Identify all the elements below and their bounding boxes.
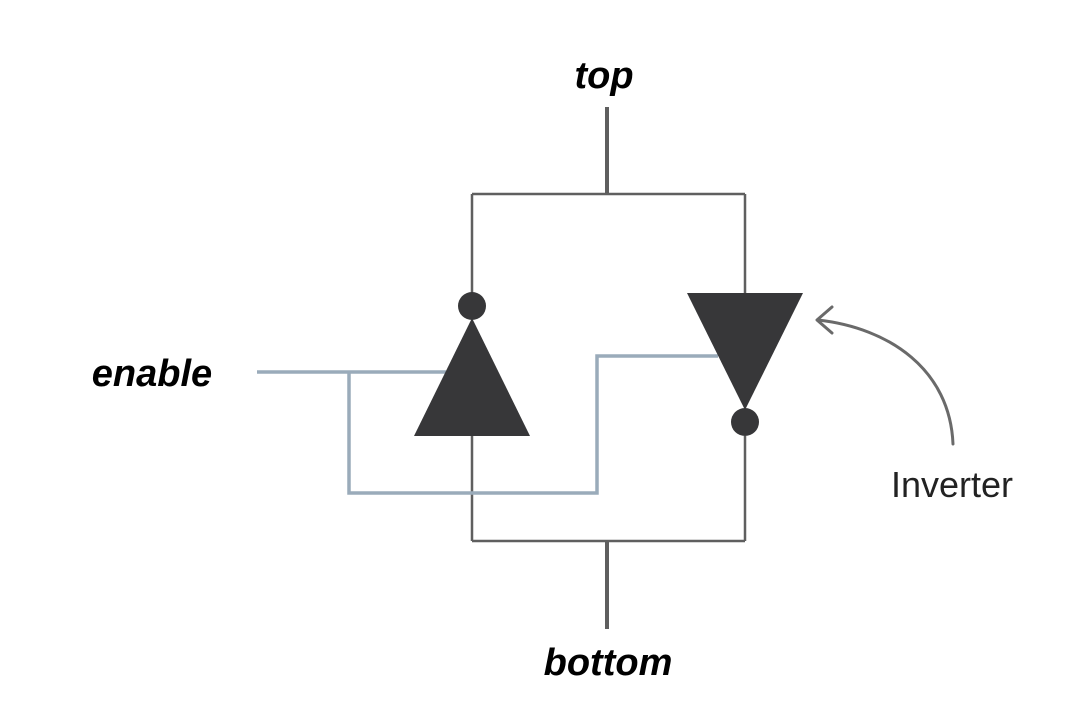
left-buffer-gate bbox=[414, 292, 530, 436]
enable-label: enable bbox=[92, 353, 212, 395]
right-inverter-gate bbox=[687, 293, 803, 436]
right-gate-bubble bbox=[731, 408, 759, 436]
inverter-arrow-head bbox=[815, 305, 834, 335]
left-gate-bubble bbox=[458, 292, 486, 320]
top-label: top bbox=[574, 55, 633, 97]
right-gate-triangle bbox=[687, 293, 803, 410]
inverter-arrow bbox=[815, 305, 955, 446]
inverter-label: Inverter bbox=[891, 464, 1013, 505]
enable-feedback-wire bbox=[347, 354, 718, 495]
enable-wires bbox=[257, 354, 718, 495]
left-gate-triangle bbox=[414, 318, 530, 436]
bottom-label: bottom bbox=[544, 642, 673, 684]
inverter-arrow-curve bbox=[816, 318, 955, 446]
circuit-wires bbox=[470, 107, 747, 629]
